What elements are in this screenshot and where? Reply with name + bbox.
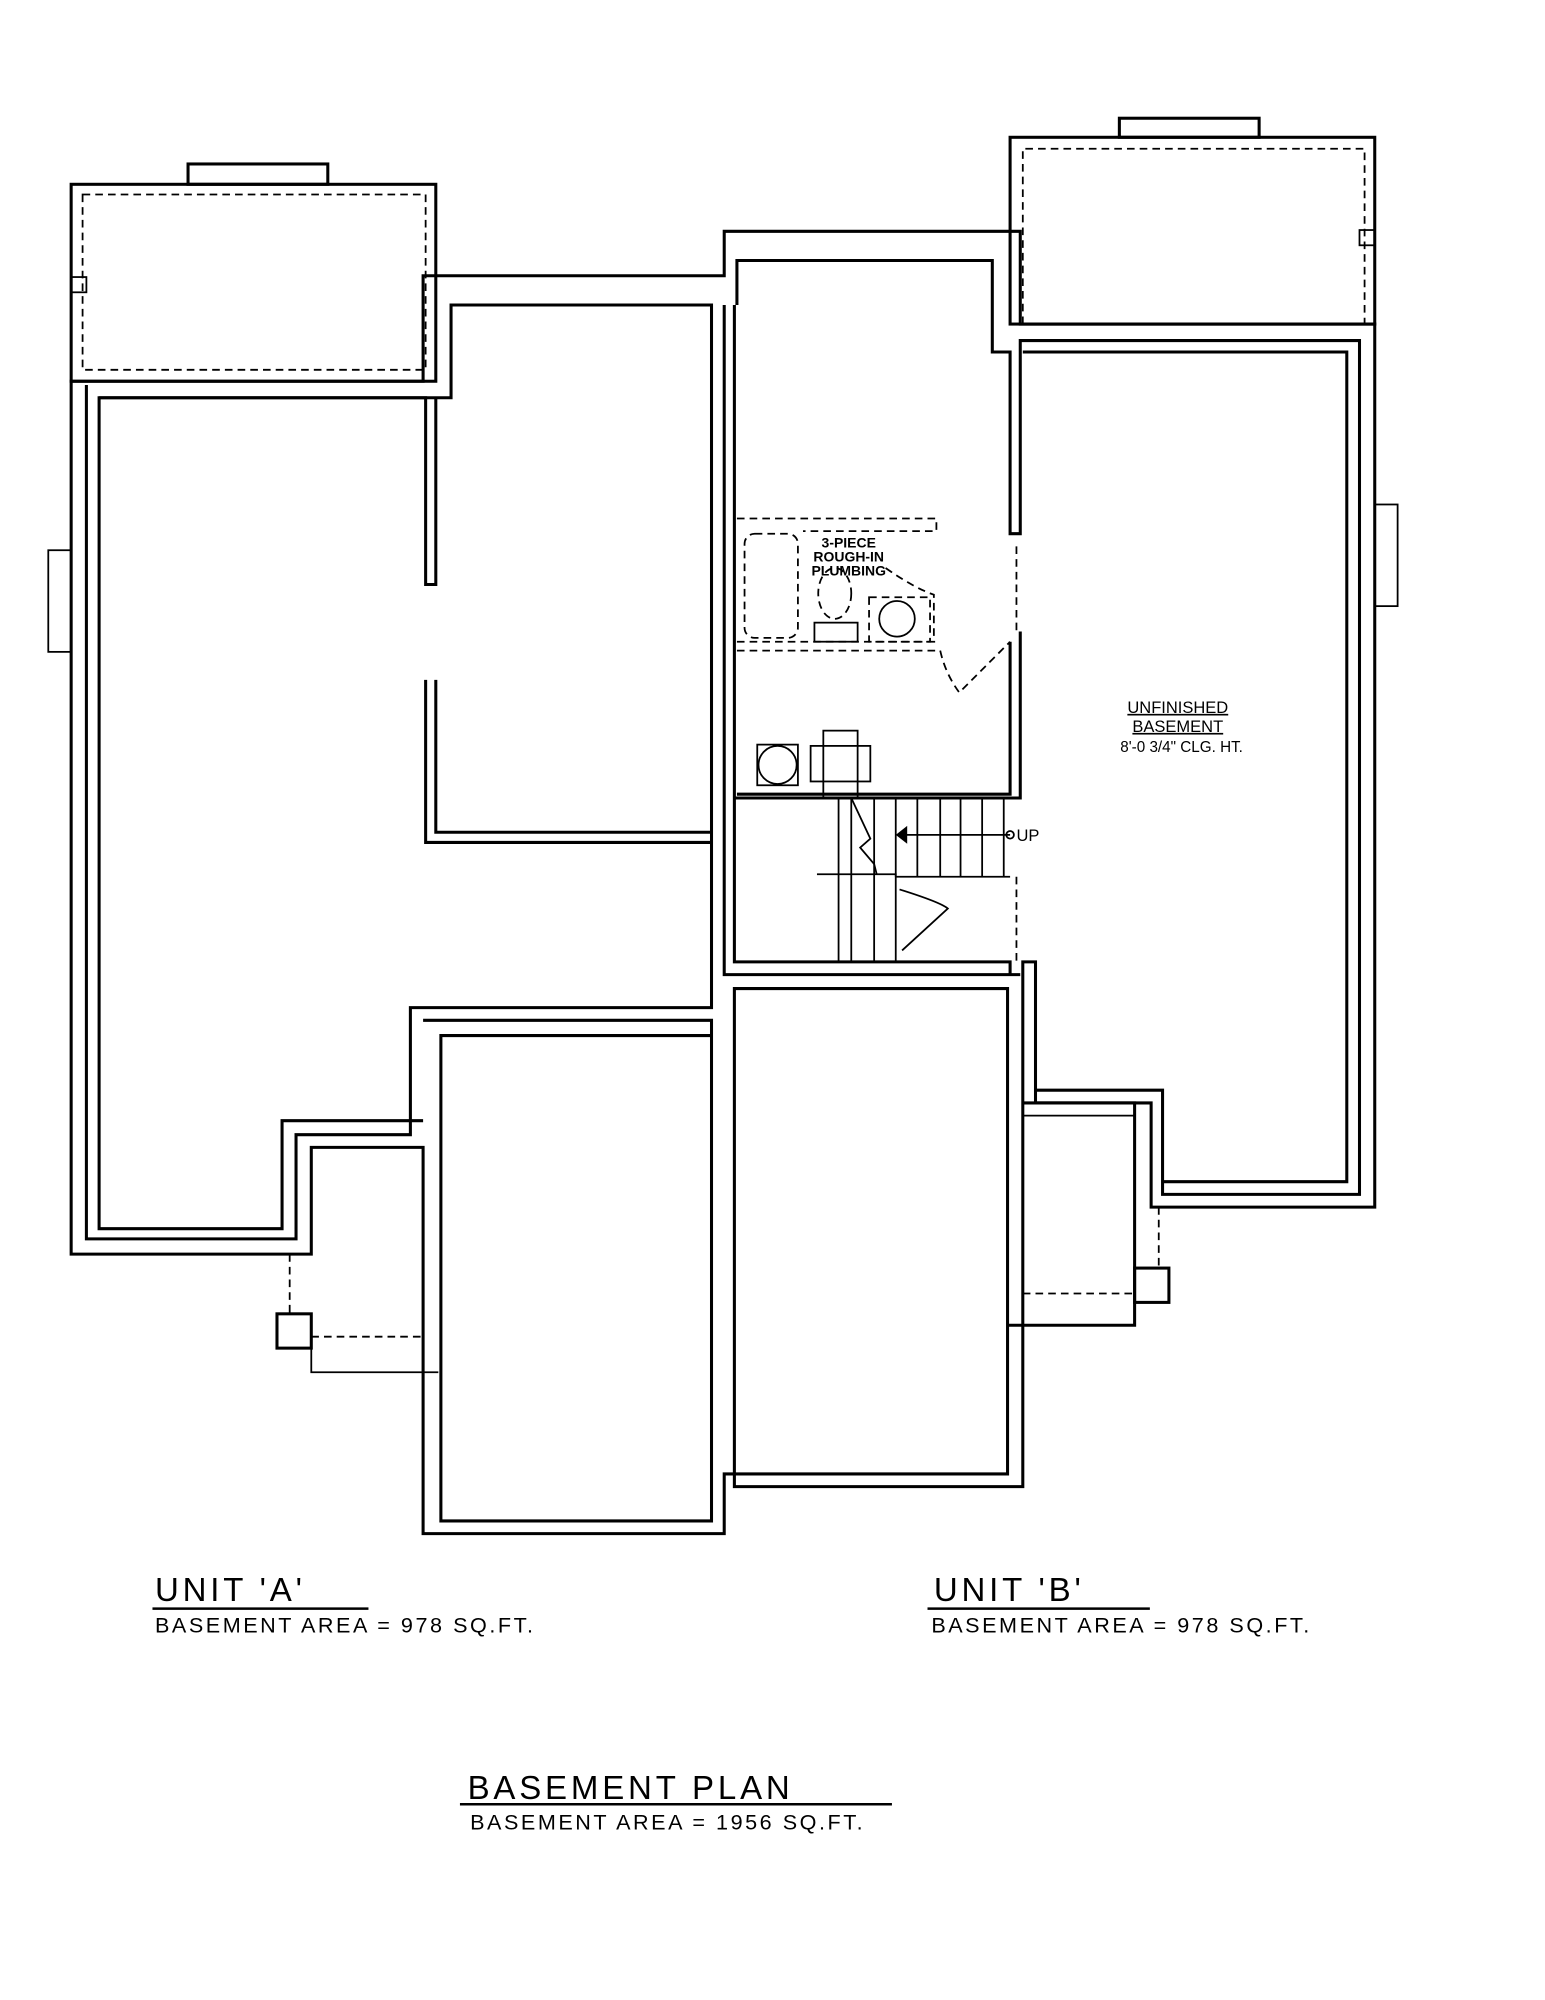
plumbing-label-line2: ROUGH-IN (813, 549, 884, 565)
stair-arrow-icon (895, 825, 908, 844)
unit-b-label: UNIT 'B' BASEMENT AREA = 978 SQ.FT. (927, 1571, 1311, 1638)
water-heater-icon (757, 744, 798, 785)
plumbing-label-line3: PLUMBING (811, 563, 886, 579)
unit-b-title: UNIT 'B' (934, 1571, 1085, 1608)
unit-a-area: BASEMENT AREA = 978 SQ.FT. (155, 1613, 535, 1638)
mechanical-equipment (756, 729, 872, 799)
plan-area: BASEMENT AREA = 1956 SQ.FT. (470, 1810, 865, 1835)
unfinished-basement-label: UNFINISHED BASEMENT 8'-0 3/4" CLG. HT. (1120, 699, 1243, 756)
plumbing-label-line1: 3-PIECE (822, 535, 876, 551)
plan-title-block: BASEMENT PLAN BASEMENT AREA = 1956 SQ.FT… (459, 1769, 892, 1835)
ceiling-height: 8'-0 3/4" CLG. HT. (1120, 739, 1243, 756)
toilet-icon (817, 567, 853, 620)
sink-icon (878, 600, 916, 638)
exterior-wall-outer (69, 229, 1377, 1536)
porch-unit-b-rear (1008, 116, 1377, 326)
exterior-wall-inner (84, 303, 714, 1241)
unit-a-walls (47, 396, 714, 1523)
unit-a-label: UNIT 'A' BASEMENT AREA = 978 SQ.FT. (152, 1571, 535, 1638)
room-name-line1: UNFINISHED (1127, 699, 1228, 717)
staircase: UP (816, 797, 1039, 962)
unit-b-walls (722, 259, 1399, 1476)
unit-b-area: BASEMENT AREA = 978 SQ.FT. (931, 1613, 1311, 1638)
bathtub-icon (743, 532, 799, 639)
bathroom-fixtures: 3-PIECE ROUGH-IN PLUMBING (736, 517, 1011, 694)
room-name-line2: BASEMENT (1132, 718, 1223, 736)
porch-unit-a-rear (69, 162, 438, 383)
furnace-icon (822, 729, 859, 799)
unit-a-title: UNIT 'A' (155, 1571, 306, 1608)
plan-title: BASEMENT PLAN (468, 1769, 794, 1806)
stairs-up-label: UP (1016, 827, 1039, 845)
